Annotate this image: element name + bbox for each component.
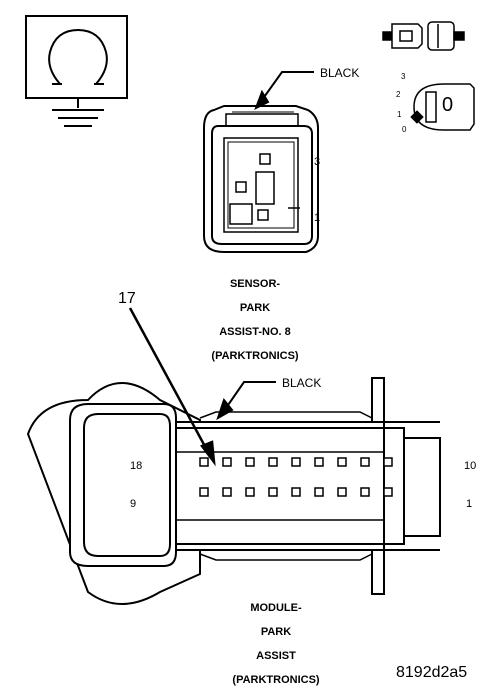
sensor-pin-bottom-label: 1 (314, 212, 321, 224)
module-caption: MODULE- PARK ASSIST (PARKTRONICS) (176, 596, 376, 692)
pin-cavity-r1-c5 (291, 457, 301, 467)
connector-disconnect-icon (382, 21, 465, 51)
key-position-1: 1 (397, 110, 402, 119)
pin-cavity-r1-c3 (245, 457, 255, 467)
sensor-connector (203, 105, 319, 253)
sensor-caption-line-4: (PARKTRONICS) (211, 350, 299, 362)
pin-cavity-r2-c2 (222, 487, 232, 497)
pin-17-callout (128, 307, 216, 467)
ignition-key-icon (410, 83, 475, 131)
sensor-wire-color-label: BLACK (320, 66, 360, 80)
module-pin-1-label: 1 (466, 498, 473, 510)
pin-cavity-r2-c7 (337, 487, 347, 497)
module-black-wire-leader (216, 381, 276, 421)
key-position-3: 3 (401, 72, 406, 81)
key-label: 0 (442, 94, 454, 116)
pin-cavity-r1-c6 (314, 457, 324, 467)
module-caption-line-1: MODULE- (250, 602, 302, 614)
module-pin-18-label: 18 (130, 460, 143, 472)
pin-cavity-r1-c8 (360, 457, 370, 467)
pin-cavity-r1-c1 (199, 457, 209, 467)
ohmmeter-icon (25, 15, 128, 127)
pin-cavity-r2-c3 (245, 487, 255, 497)
pin-cavity-r2-c8 (360, 487, 370, 497)
pin-cavity-r1-c9 (383, 457, 393, 467)
pin-cavity-r2-c1 (199, 487, 209, 497)
key-position-2: 2 (396, 90, 401, 99)
module-callout-pin-label: 17 (118, 290, 136, 307)
module-caption-line-3: ASSIST (256, 650, 296, 662)
pin-cavity-r1-c4 (268, 457, 278, 467)
module-connector (26, 377, 441, 605)
pin-cavity-r1-c2 (222, 457, 232, 467)
pin-cavity-r2-c6 (314, 487, 324, 497)
pin-cavity-r2-c5 (291, 487, 301, 497)
module-pin-9-label: 9 (130, 498, 137, 510)
sensor-caption: SENSOR- PARK ASSIST-NO. 8 (PARKTRONICS) (155, 272, 355, 368)
pin-cavity-r1-c7 (337, 457, 347, 467)
sensor-black-wire-leader (254, 71, 314, 111)
module-caption-line-2: PARK (260, 626, 292, 638)
figure-id: 8192d2a5 (396, 664, 468, 681)
sensor-caption-line-2: PARK (239, 302, 271, 314)
module-wire-color-label: BLACK (282, 376, 322, 390)
pin-cavity-r2-c9 (383, 487, 393, 497)
module-pin-10-label: 10 (464, 460, 477, 472)
sensor-caption-line-1: SENSOR- (229, 278, 281, 290)
module-caption-line-4: (PARKTRONICS) (232, 674, 320, 686)
pin-cavity-r2-c4 (268, 487, 278, 497)
sensor-pin-top-label: 3 (314, 156, 321, 168)
module-pin-cavities (199, 457, 393, 497)
key-position-0: 0 (402, 125, 407, 134)
sensor-caption-line-3: ASSIST-NO. 8 (219, 326, 291, 338)
